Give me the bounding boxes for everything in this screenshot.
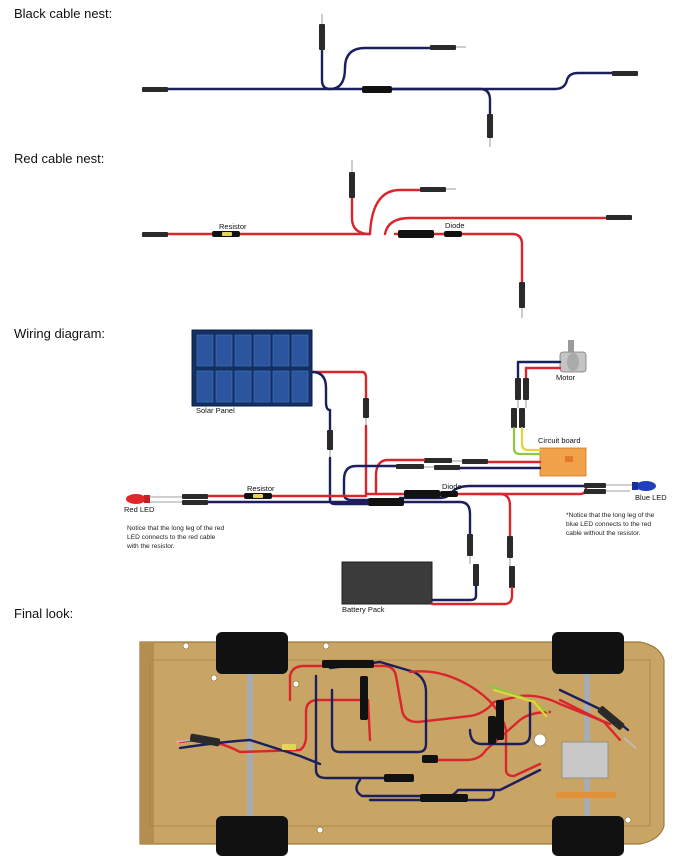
solar-cell bbox=[291, 334, 309, 367]
red-nest-diode-label: Diode bbox=[445, 221, 465, 230]
red-nest-diode bbox=[444, 231, 462, 237]
black-nest-plug-right bbox=[612, 71, 638, 76]
motor-label: Motor bbox=[556, 373, 576, 382]
final-look-chassis bbox=[139, 632, 665, 856]
red-led-label: Red LED bbox=[124, 505, 155, 514]
solar-cell bbox=[253, 370, 271, 403]
blue-led-label: Blue LED bbox=[635, 493, 667, 502]
final-look-heading: Final look: bbox=[14, 606, 73, 621]
wheel-rear-top bbox=[216, 632, 288, 674]
solar-cell bbox=[215, 334, 233, 367]
wiring-diagram-heading: Wiring diagram: bbox=[14, 326, 105, 341]
wheel-rear-bottom bbox=[216, 816, 288, 856]
black-nest-plug-left bbox=[142, 87, 168, 92]
red-nest-plug-left bbox=[142, 232, 168, 237]
red-led bbox=[126, 494, 146, 504]
circuit-board-label: Circuit board bbox=[538, 436, 581, 445]
solar-cell bbox=[272, 370, 290, 403]
wiring-diode bbox=[440, 491, 458, 497]
motor bbox=[559, 340, 587, 373]
solar-cell bbox=[272, 334, 290, 367]
red-nest-plug-right bbox=[606, 215, 632, 220]
wiring-diode-label: Diode bbox=[442, 482, 462, 491]
wiring-diagram: Solar Panel Motor Circuit board Battery … bbox=[124, 329, 667, 614]
blue-led bbox=[636, 481, 656, 491]
red-led-note-line-3: with the resistor. bbox=[126, 543, 175, 550]
blue-led-note-line-3: cable without the resistor. bbox=[566, 530, 641, 537]
solar-cell bbox=[215, 370, 233, 403]
red-cable-nest: Resistor Diode bbox=[142, 160, 632, 318]
battery-pack bbox=[341, 561, 433, 605]
circuit-board-chip bbox=[565, 456, 573, 462]
solar-panel-label: Solar Panel bbox=[196, 406, 235, 415]
wiring-resistor-label: Resistor bbox=[247, 484, 275, 493]
solar-cell bbox=[196, 334, 214, 367]
wiring-sleeve-black bbox=[368, 498, 404, 506]
chassis-motor bbox=[561, 741, 609, 779]
black-cable-nest bbox=[142, 14, 638, 147]
red-nest-plug-top-right bbox=[420, 187, 446, 192]
red-nest-plug-top bbox=[349, 172, 355, 198]
red-cable-nest-heading: Red cable nest: bbox=[14, 151, 104, 166]
solar-cell bbox=[234, 334, 252, 367]
solar-cell bbox=[253, 334, 271, 367]
blue-led-note-line-1: *Notice that the long leg of the bbox=[566, 512, 655, 519]
battery-pack-label: Battery Pack bbox=[342, 605, 385, 614]
black-cable-nest-heading: Black cable nest: bbox=[14, 6, 112, 21]
solar-cell bbox=[196, 370, 214, 403]
wheel-front-bottom bbox=[552, 816, 624, 856]
blue-led-note-line-2: blue LED connects to the red bbox=[566, 521, 651, 528]
solar-cell bbox=[291, 370, 309, 403]
black-nest-plug-top-right bbox=[430, 45, 456, 50]
red-led-note-line-2: LED connects to the red cable bbox=[127, 534, 216, 541]
red-nest-resistor-label: Resistor bbox=[219, 222, 247, 231]
red-nest-resistor bbox=[222, 232, 232, 236]
red-led-note-line-1: Notice that the long leg of the red bbox=[127, 525, 224, 532]
black-nest-plug-top bbox=[319, 24, 325, 50]
chassis-gear bbox=[556, 792, 616, 798]
wiring-resistor bbox=[253, 494, 263, 498]
black-nest-sleeve bbox=[362, 86, 392, 93]
black-nest-plug-bottom bbox=[487, 114, 493, 138]
wheel-front-top bbox=[552, 632, 624, 674]
wiring-sleeve-red bbox=[404, 490, 440, 498]
rear-axle bbox=[247, 660, 253, 826]
red-nest-plug-bottom bbox=[519, 282, 525, 308]
circuit-board bbox=[539, 447, 587, 477]
red-nest-sleeve bbox=[398, 230, 434, 238]
solar-cell bbox=[234, 370, 252, 403]
solar-panel bbox=[191, 329, 313, 407]
